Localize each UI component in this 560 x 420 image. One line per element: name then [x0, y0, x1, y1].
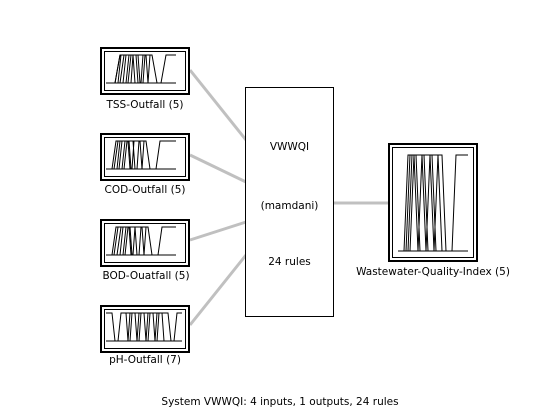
- input-cod-label: COD-Outfall (5): [100, 184, 190, 196]
- input-cod-count: (5): [170, 184, 186, 196]
- input-bod-mf-box[interactable]: [100, 219, 190, 267]
- input-tss-name: TSS-Outfall: [106, 99, 166, 111]
- input-bod-label: BOD-Ouatfall (5): [98, 270, 194, 282]
- wire-ph: [188, 254, 248, 326]
- output-name: Wastewater-Quality-Index: [356, 266, 492, 278]
- input-bod-name: BOD-Ouatfall: [102, 270, 172, 282]
- input-ph-name: pH-Outfall: [109, 354, 163, 366]
- input-ph-mf-box[interactable]: [100, 305, 190, 353]
- input-cod-mf-box[interactable]: [100, 133, 190, 181]
- ph-mf-plot: [106, 312, 182, 342]
- system-summary: System VWWQI: 4 inputs, 1 outputs, 24 ru…: [161, 396, 399, 408]
- output-count: (5): [495, 266, 510, 278]
- input-ph-count: (7): [166, 354, 181, 366]
- wire-cod: [189, 153, 247, 184]
- wire-bod: [189, 220, 247, 242]
- fis-system-box[interactable]: VWWQI (mamdani) 24 rules: [245, 87, 334, 317]
- input-bod-count: (5): [174, 270, 190, 282]
- tss-mf-plot: [106, 54, 176, 84]
- input-ph-label: pH-Outfall (7): [100, 354, 190, 366]
- input-cod-name: COD-Outfall: [104, 184, 168, 196]
- system-name: VWWQI: [269, 141, 310, 153]
- output-mf-box[interactable]: [388, 143, 478, 262]
- wire-tss: [188, 69, 248, 141]
- cod-mf-plot: [106, 140, 176, 170]
- system-type: (mamdani): [260, 200, 319, 212]
- output-label: Wastewater-Quality-Index (5): [356, 266, 510, 278]
- output-mf-plot: [398, 154, 468, 252]
- system-rules: 24 rules: [268, 256, 311, 268]
- bod-mf-plot: [106, 226, 176, 256]
- input-tss-count: (5): [168, 99, 184, 111]
- input-tss-label: TSS-Outfall (5): [100, 99, 190, 111]
- input-tss-mf-box[interactable]: [100, 47, 190, 95]
